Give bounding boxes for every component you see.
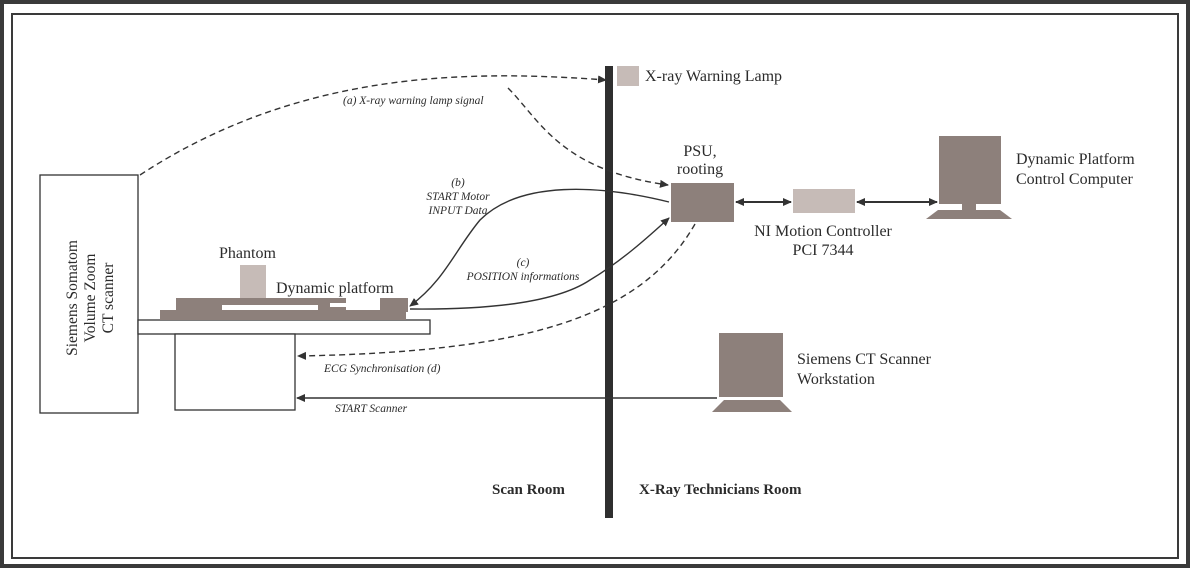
ni-controller-box [793,189,855,213]
signal-d-line [297,223,696,360]
psu-label-1: PSU, [683,143,716,160]
dynamic-platform-label: Dynamic platform [276,280,394,297]
warning-lamp-icon [617,66,639,86]
ct-scanner: Siemens Somatom Volume Zoom CT scanner [39,174,139,414]
signal-d-label: ECG Synchronisation (d) [323,363,441,375]
control-computer-label-2: Control Computer [1016,171,1134,188]
ct-workstation-icon [712,333,792,412]
signal-b-label-3: INPUT Data [428,205,488,217]
psu-label-2: rooting [677,161,723,178]
phantom-label: Phantom [219,245,276,262]
signal-c-label-2: POSITION informations [466,271,580,283]
ct-workstation-label-1: Siemens CT Scanner [797,351,932,368]
dynamic-platform [160,298,408,320]
ni-controller-label-1: NI Motion Controller [754,223,892,240]
technicians-room-label: X-Ray Technicians Room [639,482,802,498]
signal-a-label: (a) X-ray warning lamp signal [343,95,484,107]
scan-room-label: Scan Room [492,482,565,498]
phantom [240,265,266,298]
scanner-table [137,319,431,411]
ct-workstation-label-2: Workstation [797,371,875,388]
signal-c-label-1: (c) [517,257,530,269]
control-computer-label-1: Dynamic Platform [1016,151,1135,168]
ct-scanner-label-3: CT scanner [100,262,117,334]
start-scanner-label: START Scanner [335,403,408,415]
signal-b-line [409,188,670,307]
ni-controller-label-2: PCI 7344 [793,242,854,259]
signal-c-line [409,217,670,310]
signal-b-label-2: START Motor [426,191,490,203]
warning-lamp-label: X-ray Warning Lamp [645,68,782,85]
inner-frame [11,13,1179,559]
signal-a-line [139,75,607,176]
psu-box [671,183,734,222]
signal-a-psu-line [507,87,669,188]
ct-scanner-label-1: Siemens Somatom [64,240,81,356]
signal-b-label-1: (b) [451,177,465,189]
control-computer-icon [926,136,1012,219]
ct-scanner-label-2: Volume Zoom [82,254,99,343]
